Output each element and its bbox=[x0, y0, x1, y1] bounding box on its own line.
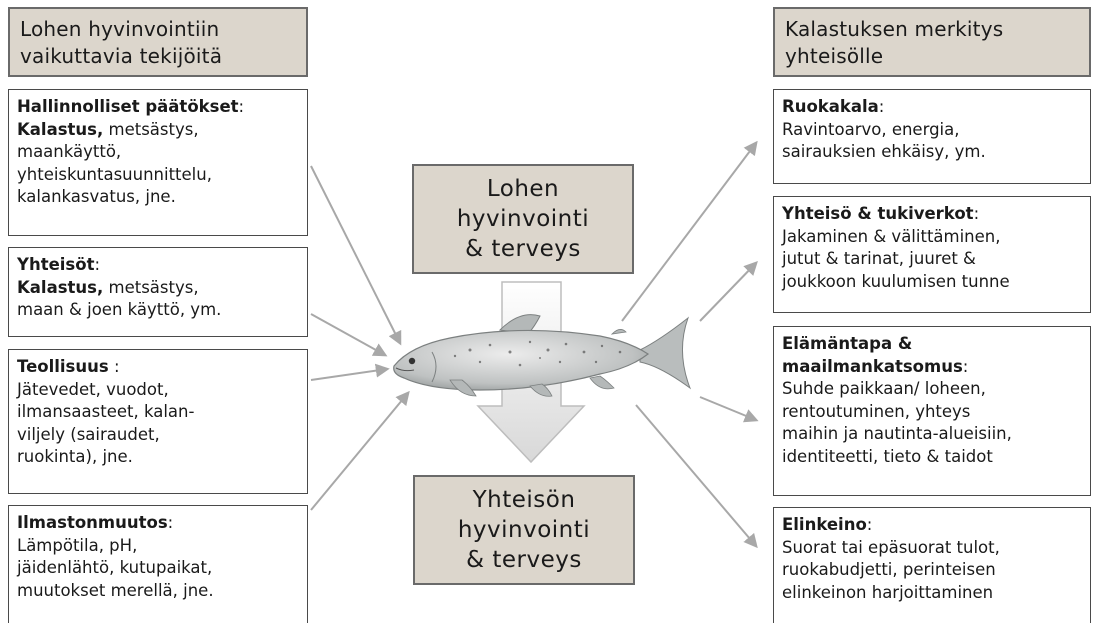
arrow-left-2 bbox=[311, 314, 385, 355]
arrow-right-1 bbox=[622, 143, 756, 321]
center-bottom-line-1: Yhteisön bbox=[415, 485, 633, 515]
arrow-right-4 bbox=[636, 405, 756, 546]
center-box-salmon-wellbeing: Lohen hyvinvointi & terveys bbox=[412, 164, 634, 274]
center-bottom-line-2: hyvinvointi bbox=[415, 515, 633, 545]
center-bottom-line-3: & terveys bbox=[415, 545, 633, 575]
arrow-left-4 bbox=[311, 393, 408, 510]
center-top-line-1: Lohen bbox=[414, 174, 632, 204]
arrow-left-3 bbox=[311, 369, 387, 380]
arrow-left-1 bbox=[311, 166, 400, 343]
center-top-line-2: hyvinvointi bbox=[414, 204, 632, 234]
arrow-right-3 bbox=[700, 397, 756, 420]
arrow-right-2 bbox=[700, 263, 756, 321]
center-top-line-3: & terveys bbox=[414, 234, 632, 264]
center-box-community-wellbeing: Yhteisön hyvinvointi & terveys bbox=[413, 475, 635, 585]
